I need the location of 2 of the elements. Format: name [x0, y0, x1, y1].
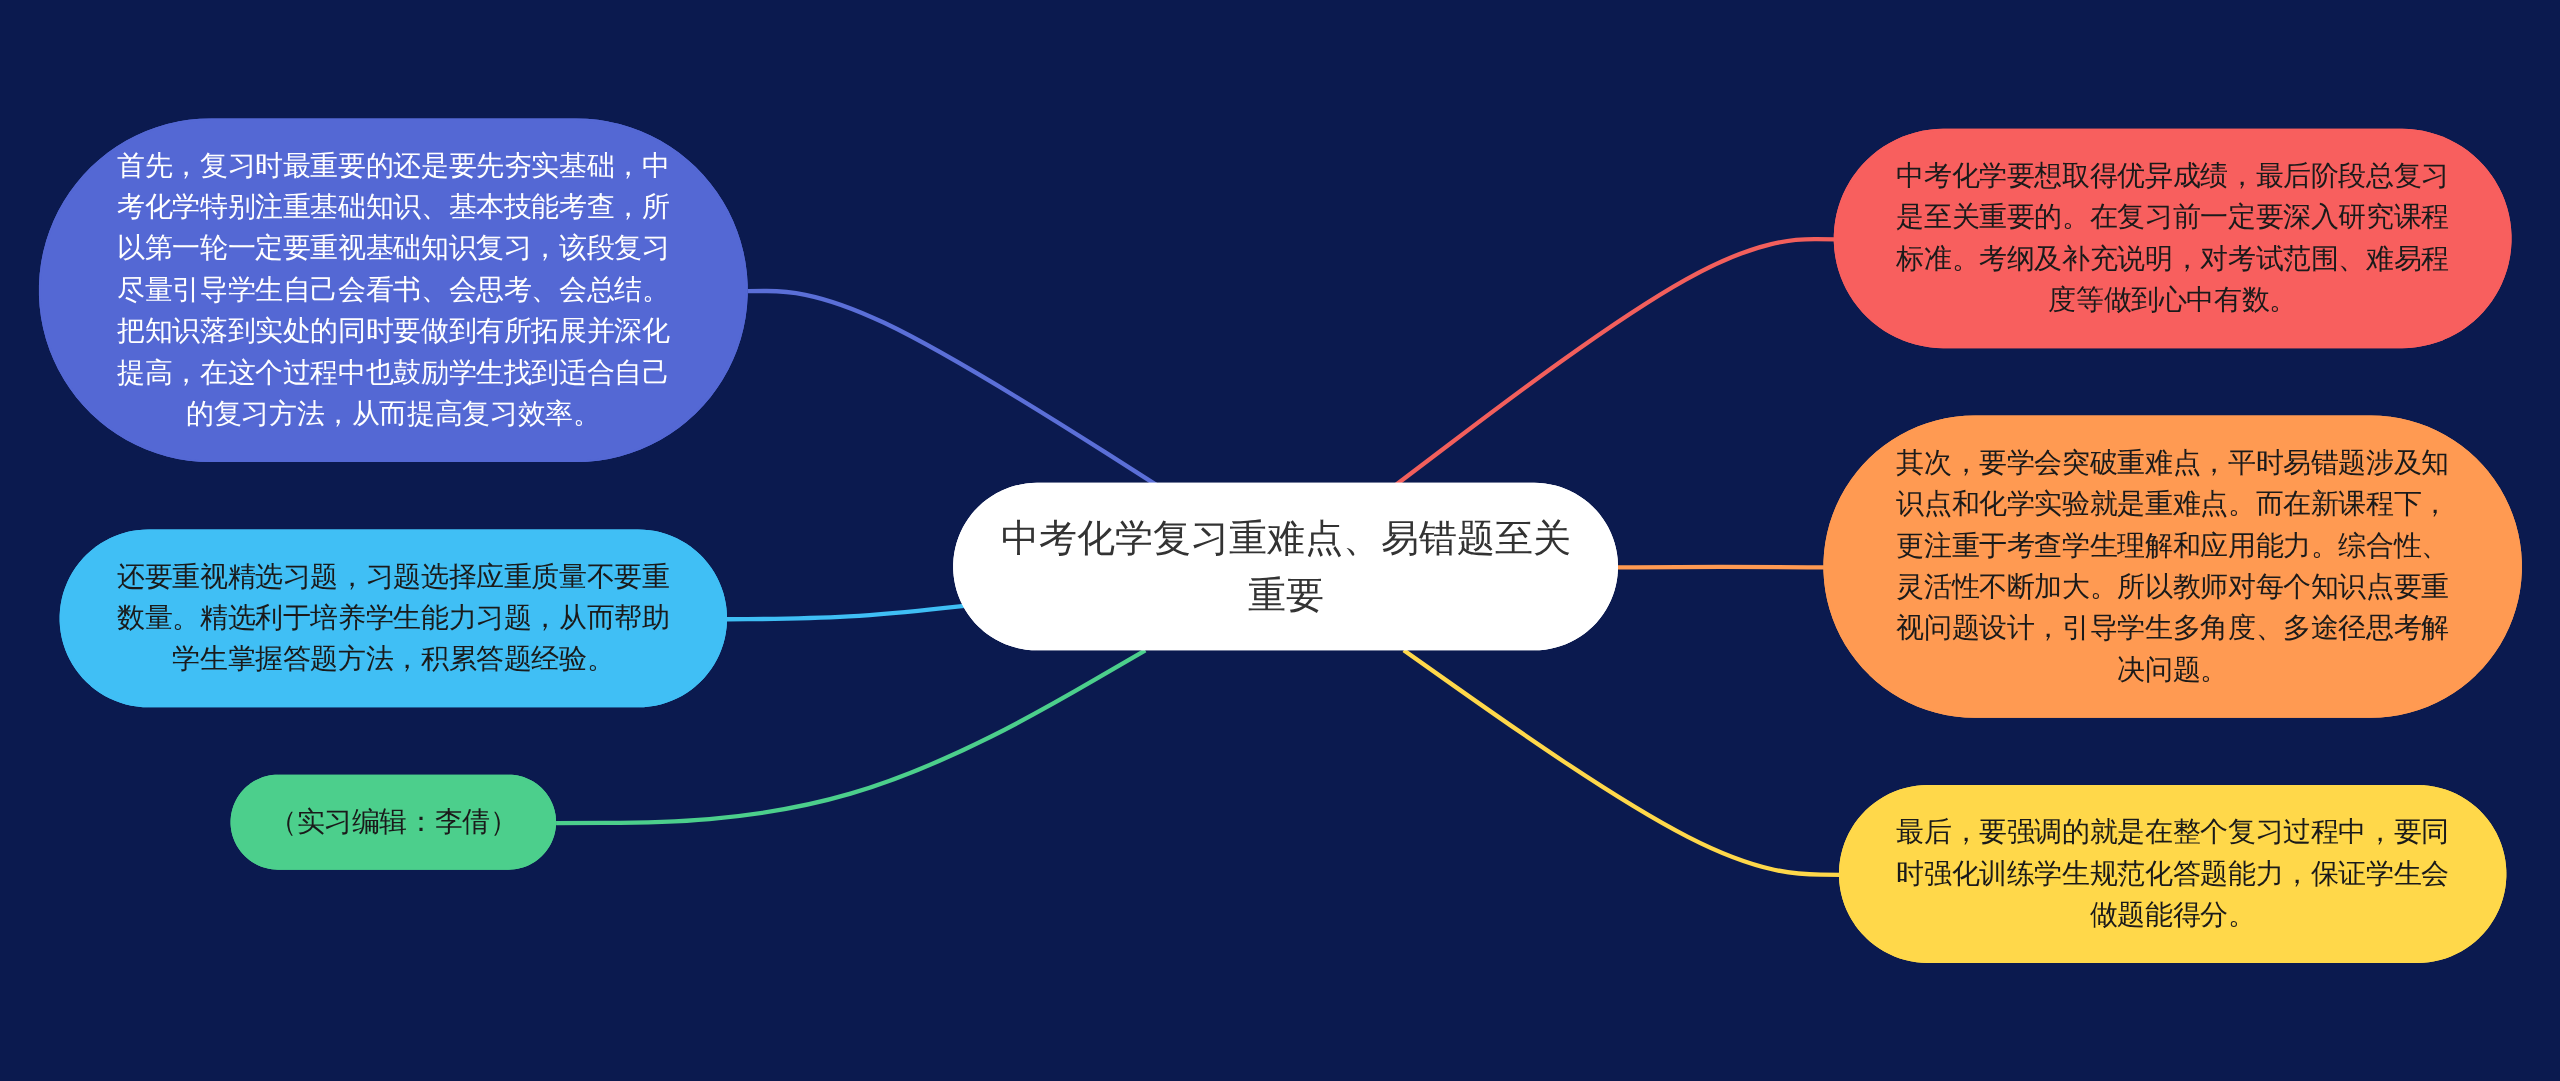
- connector: [726, 603, 965, 622]
- connector: [555, 648, 1146, 825]
